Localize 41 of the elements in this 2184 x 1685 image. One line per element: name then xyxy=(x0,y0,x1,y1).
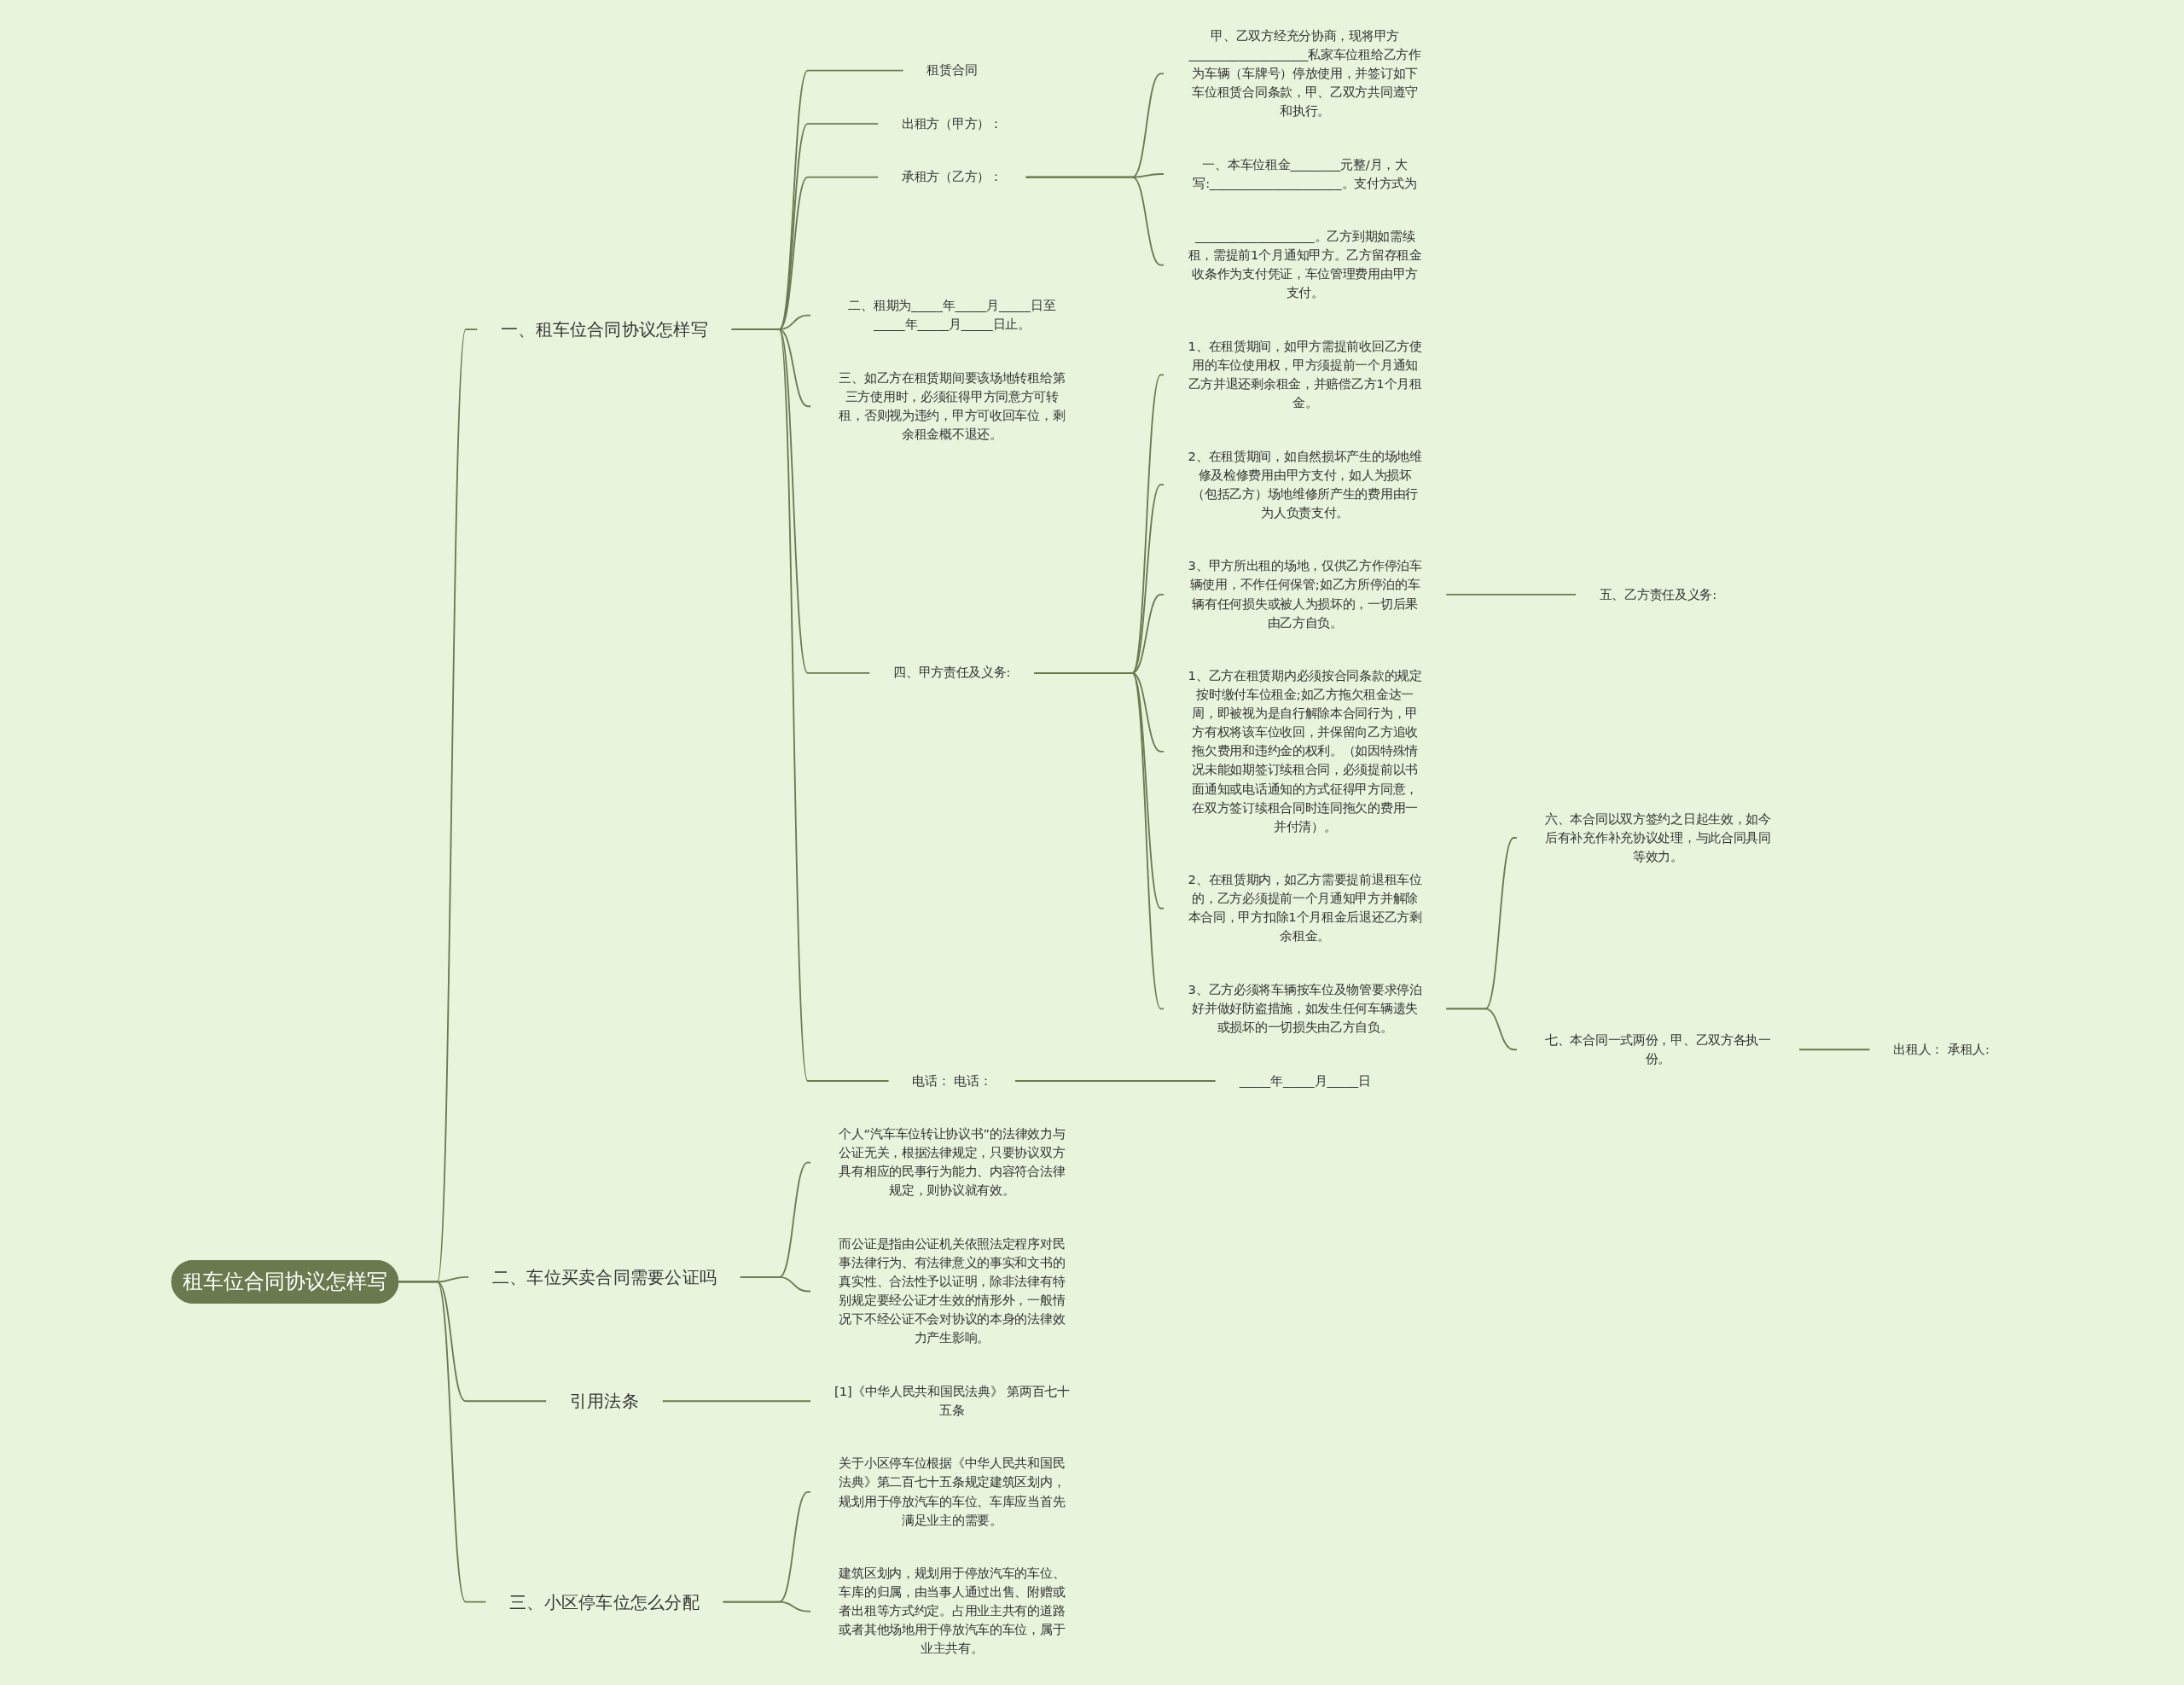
node-text: 关于小区停车位根据《中华人民共和国民法典》第二百七十五条规定建筑区划内，规划用于停放汽车的车位、车库应当首先满足业主的需要。 xyxy=(838,1455,1065,1528)
node-text: 引用法条 xyxy=(569,1391,639,1411)
connector xyxy=(730,328,890,1082)
connector xyxy=(1444,594,1577,596)
connector xyxy=(1014,1080,1217,1082)
node-text: 三、如乙方在租赁期间要该场地转租给第三方使用时，必须征得甲方同意方可转租，否则视为违约，甲方可收回车位，剩余租金概不退还。 xyxy=(838,369,1065,442)
node-text: 承租方（乙方）： xyxy=(901,169,1002,184)
node-text: 甲、乙双方经充分协商，现将甲方___________________私家车位租给乙方作为车辆（车牌号）停放使用，并签订如下车位租赁合同条款，甲、乙双方共同遵守和执行。 xyxy=(1188,27,1421,119)
node-text: 电话： 电话： xyxy=(911,1072,991,1089)
node-text: 1、在租赁期间，如甲方需提前收回乙方使用的车位使用权，甲方须提前一个月通知乙方并退还剩余租金，并赔偿乙方1个月租金。 xyxy=(1188,339,1422,410)
node-text: 二、车位买卖合同需要公证吗 xyxy=(491,1267,717,1287)
connector xyxy=(1798,1049,1871,1051)
node-text: ___________________。乙方到期如需续租，需提前1个月通知甲方。乙方留存租金收条作为支付凭证，车位管理费用由甲方支付。 xyxy=(1188,229,1422,301)
connector xyxy=(721,1601,811,1612)
node-text: 三、小区停车位怎么分配 xyxy=(508,1592,700,1612)
node-text: 3、甲方所出租的场地，仅供乙方作停泊车辆使用，不作任何保管;如乙方所停泊的车辆有任何损失或被人为损坏的，一切后果由乙方自负。 xyxy=(1188,558,1422,630)
node-text: 3、乙方必须将车辆按车位及物管要求停泊好并做好防盗措施，如发生任何车辆遗失或损坏的一切损失由乙方自负。 xyxy=(1188,982,1422,1035)
connector xyxy=(1444,1008,1518,1051)
node-text: 出租人： 承租人: xyxy=(1892,1042,1989,1057)
node-text: 租赁合同 xyxy=(926,62,977,78)
node-text: 二、租期为_____年_____月_____日至_____年_____月_____日止。 xyxy=(848,298,1055,332)
connector xyxy=(661,1400,811,1403)
node-text: 而公证是指由公证机关依照法定程序对民事法律行为、有法律意义的事实和文书的真实性、合法性予以证明，除非法律有特别规定要经公证才生效的情形外，一般情况下不经公证不会对协议的本身的法律效力产生影响。 xyxy=(838,1236,1065,1345)
connector xyxy=(739,1276,811,1293)
node-text: 2、在租赁期间，如自然损坏产生的场地维修及检修费用由甲方支付，如人为损坏（包括乙方）场地维修所产生的费用由行为人负责支付。 xyxy=(1188,448,1422,520)
node-text: 五、乙方责任及义务: xyxy=(1599,586,1716,602)
node-text: [1]《中华人民共和国民法典》 第两百七十五条 xyxy=(834,1383,1070,1418)
node-text: 1、乙方在租赁期内必须按合同条款的规定按时缴付车位租金;如乙方拖欠租金达一周，即被视为是自行解除本合同行为，甲方有权将该车位收回，并保留向乙方追收拖欠费用和违约金的权利。（如因特殊情况未能如期签订续租合同，必须提前以书面通知或电话通知的方式征得甲方同意，在双方签订续租合同时连同拖欠的费用一并付清）。 xyxy=(1188,668,1422,834)
connector xyxy=(397,1281,487,1603)
node-text: 出租方（甲方）： xyxy=(901,115,1002,131)
node-text: 七、本合同一式两份，甲、乙双方各执一份。 xyxy=(1544,1032,1771,1066)
connector xyxy=(1024,176,1165,266)
node-text: 四、甲方责任及义务: xyxy=(892,665,1011,681)
node-text: _____年_____月_____日 xyxy=(1238,1072,1371,1089)
node-text: 一、本车位租金________元整/月，大写:_____________________。支付方式为 xyxy=(1192,156,1417,191)
node-text: 2、在租赁期内，如乙方需要提前退租车位的，乙方必须提前一个月通知甲方并解除本合同，甲方扣除1个月租金后退还乙方剩余租金。 xyxy=(1188,872,1422,944)
node-text: 六、本合同以双方签约之日起生效，如今后有补充作补充协议处理，与此合同具同等效力。 xyxy=(1544,811,1771,864)
node-text: 一、租车位合同协议怎样写 xyxy=(500,319,708,340)
connector xyxy=(1032,671,1165,1010)
node-text: 个人“汽车车位转让协议书”的法律效力与公证无关，根据法律规定，只要协议双方具有相应的民事行为能力、内容符合法律规定，则协议就有效。 xyxy=(838,1126,1066,1199)
node-text: 建筑区划内，规划用于停放汽车的车位、车库的归属，由当事人通过出售、附赠或者出租等方式约定。占用业主共有的道路或者其他场地用于停放汽车的车位，属于业主共有。 xyxy=(838,1566,1065,1657)
